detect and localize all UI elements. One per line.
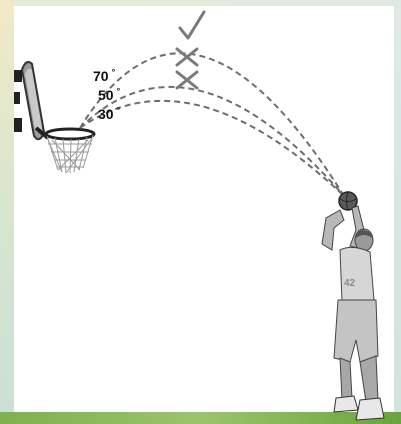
angle-label-70: 70°: [93, 67, 116, 84]
basketball-player-icon: 42: [322, 206, 384, 420]
cross-mark-icon: [177, 72, 197, 88]
cross-mark-icon: [177, 49, 197, 65]
basketball-hoop-icon: [14, 62, 94, 173]
trajectory-50: [80, 87, 344, 196]
angle-label-50: 50°: [98, 86, 121, 103]
trajectory-30: [80, 101, 344, 196]
trajectory-70: [80, 53, 344, 196]
check-mark-icon: [180, 12, 204, 38]
svg-text:42: 42: [344, 278, 356, 289]
angle-label-30: 30°: [98, 105, 121, 122]
trajectories: [80, 53, 344, 196]
